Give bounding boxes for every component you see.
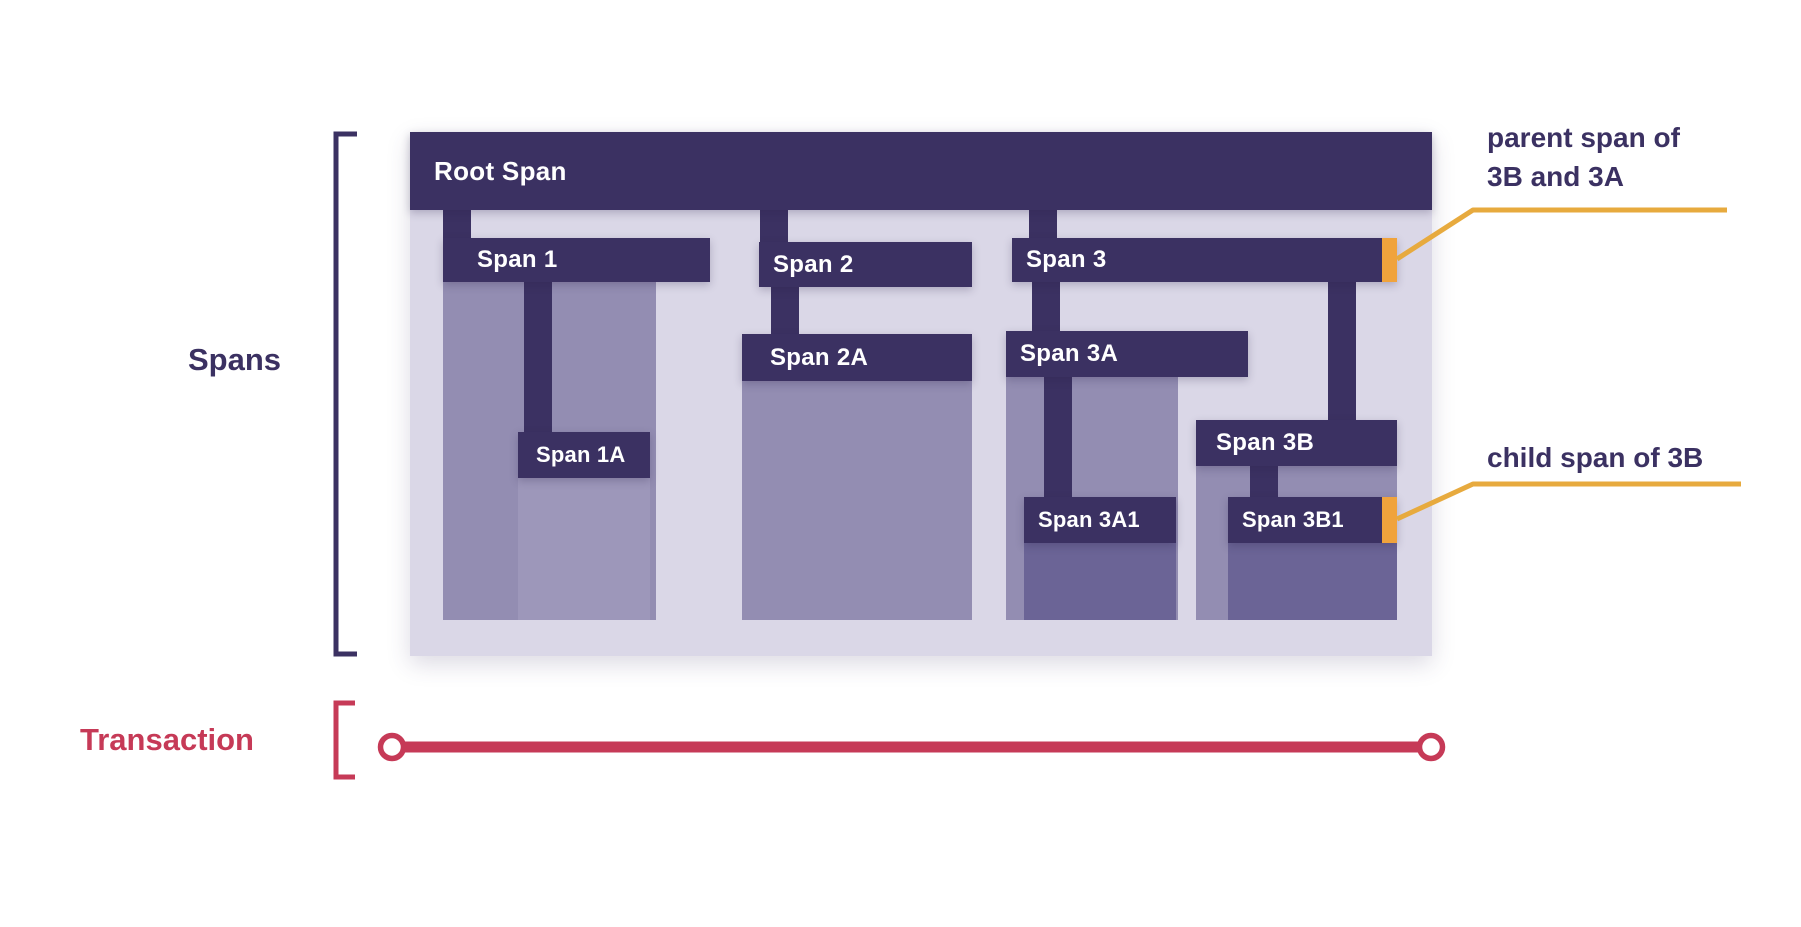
connector-span2-span2a — [771, 287, 799, 334]
transaction-axis-label: Transaction — [80, 722, 254, 757]
span-2-label: Span 2 — [773, 250, 854, 278]
connector-root-span2 — [760, 210, 788, 242]
root-span-bar: Root Span — [410, 132, 1432, 210]
annotation-parent-line2: 3B and 3A — [1487, 161, 1624, 192]
span-2a-label: Span 2A — [770, 343, 869, 371]
span-1a-bar: Span 1A — [518, 432, 650, 478]
span-3a-label: Span 3A — [1020, 340, 1119, 367]
span-2-bar: Span 2 — [759, 242, 972, 287]
connector-span1-span1a — [524, 282, 552, 432]
span-1a-label: Span 1A — [536, 442, 626, 467]
span-2a-duration — [742, 381, 972, 620]
span-3-bar: Span 3 — [1012, 238, 1397, 282]
span-3-label: Span 3 — [1026, 246, 1107, 273]
span-3a1-label: Span 3A1 — [1038, 507, 1140, 532]
connector-span3a-span3a1 — [1044, 377, 1072, 497]
span-3b1-child-marker — [1382, 497, 1397, 543]
span-3-parent-marker — [1382, 238, 1397, 282]
annotation-parent-line1: parent span of — [1487, 122, 1680, 153]
span-3a1-duration — [1024, 543, 1176, 620]
span-3a-bar: Span 3A — [1006, 331, 1248, 377]
span-3b1-label: Span 3B1 — [1242, 507, 1344, 532]
annotation-line-child — [1395, 481, 1741, 522]
annotation-line-parent — [1395, 207, 1727, 262]
connector-root-span3 — [1029, 210, 1057, 238]
span-3b1-duration — [1228, 543, 1397, 620]
span-1a-duration — [518, 478, 650, 620]
annotation-child-span: child span of 3B — [1487, 438, 1703, 477]
span-3a1-bar: Span 3A1 — [1024, 497, 1176, 543]
spans-bracket — [333, 131, 357, 657]
span-3b-label: Span 3B — [1216, 429, 1315, 456]
spans-axis-label: Spans — [188, 342, 282, 377]
span-1-label: Span 1 — [477, 246, 558, 273]
transaction-start-point — [377, 732, 407, 762]
connector-span3b-span3b1 — [1250, 466, 1278, 497]
connector-span3-span3a — [1032, 282, 1060, 331]
annotation-parent-span: parent span of 3B and 3A — [1487, 118, 1680, 196]
transaction-end-point — [1416, 732, 1446, 762]
span-1-bar: Span 1 — [443, 238, 710, 282]
connector-root-span1 — [443, 210, 471, 238]
root-span-label: Root Span — [434, 155, 567, 186]
connector-span3-span3b — [1328, 282, 1356, 420]
span-3b-bar: Span 3B — [1196, 420, 1397, 466]
span-2a-bar: Span 2A — [742, 334, 972, 381]
span-3b1-bar: Span 3B1 — [1228, 497, 1397, 543]
annotation-child-line: child span of 3B — [1487, 442, 1704, 473]
transaction-bracket — [333, 700, 355, 780]
